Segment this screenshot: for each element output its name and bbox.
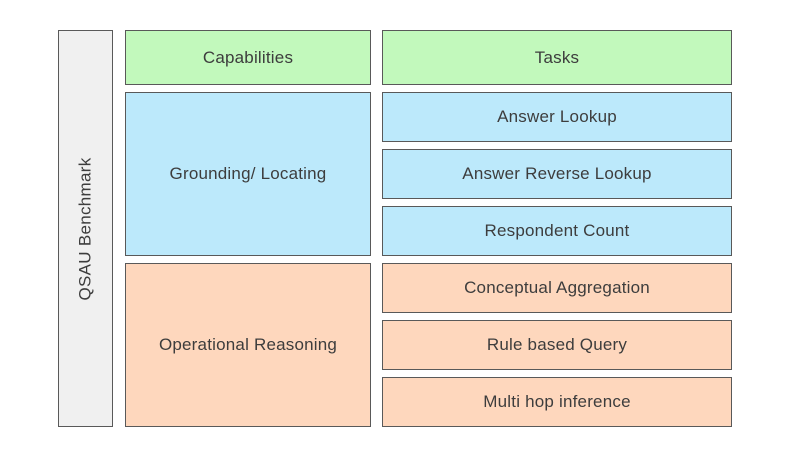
capability-task-grid: Capabilities Tasks Grounding/ Locating A… [125,30,732,427]
capability-cell-operational-reasoning: Operational Reasoning [125,263,371,427]
capability-cell-grounding-locating: Grounding/ Locating [125,92,371,256]
task-cell-answer-reverse-lookup: Answer Reverse Lookup [382,149,732,199]
task-label: Answer Reverse Lookup [462,164,652,183]
task-label: Rule based Query [486,335,628,354]
tasks-header-label: Tasks [534,47,580,67]
task-label: Respondent Count [484,221,630,240]
task-label: Conceptual Aggregation [464,278,650,297]
task-cell-respondent-count: Respondent Count [382,206,732,256]
benchmark-title: QSAU Benchmark [75,156,95,301]
benchmark-sidebar: QSAU Benchmark [58,30,113,427]
capability-label: Grounding/ Locating [169,164,327,183]
capability-label: Operational Reasoning [158,335,338,354]
tasks-header-cell: Tasks [382,30,732,85]
task-cell-rule-based-query: Rule based Query [382,320,732,370]
task-label: Multi hop inference [483,392,631,411]
capabilities-header-cell: Capabilities [125,30,371,85]
qsau-benchmark-diagram: QSAU Benchmark Capabilities Tasks Ground… [58,30,732,427]
task-cell-conceptual-aggregation: Conceptual Aggregation [382,263,732,313]
task-cell-answer-lookup: Answer Lookup [382,92,732,142]
task-cell-multi-hop-inference: Multi hop inference [382,377,732,427]
task-label: Answer Lookup [497,107,617,126]
capabilities-header-label: Capabilities [202,47,294,67]
